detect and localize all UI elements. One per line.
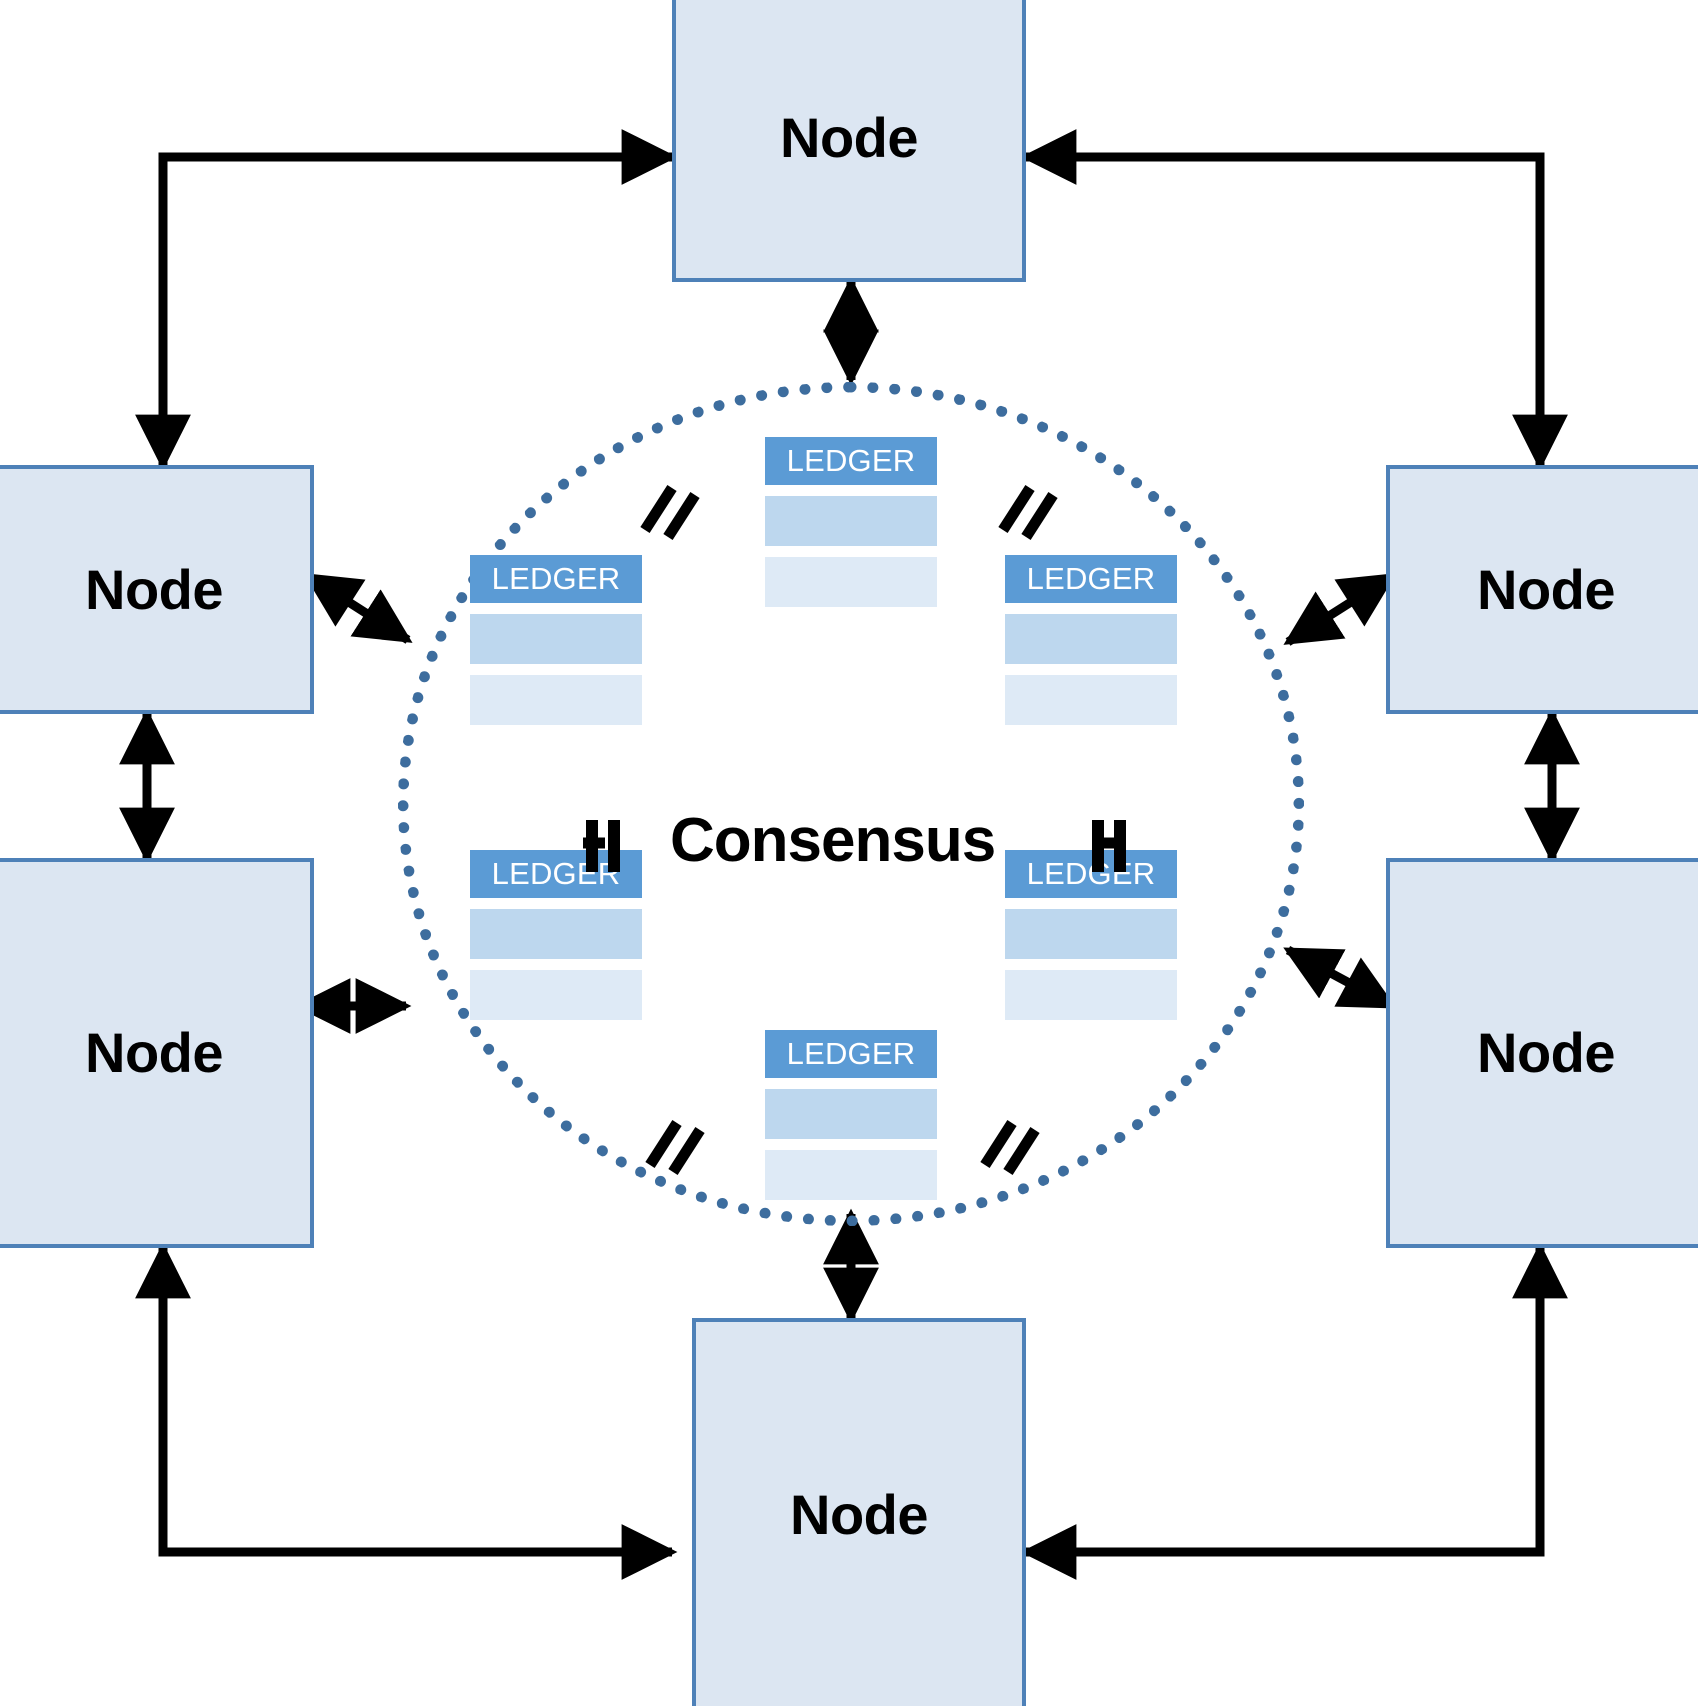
node-box-right-upper[interactable]: Node <box>1386 465 1698 714</box>
node-box-bottom[interactable]: Node <box>692 1318 1026 1706</box>
node-label: Node <box>85 1021 224 1084</box>
ledger-header: LEDGER <box>765 1030 937 1078</box>
ledger-header: LEDGER <box>765 437 937 485</box>
connector-leftupper-to-circle <box>303 572 413 644</box>
connector-rightupper-to-circle <box>1283 572 1397 646</box>
connector-rightlower-to-circle <box>1283 946 1397 1010</box>
node-label: Node <box>780 106 919 169</box>
ledger-row-2 <box>1005 675 1177 725</box>
node-label: Node <box>1477 557 1616 621</box>
ledger-card-top[interactable]: LEDGER <box>765 437 937 607</box>
ledger-card-right-upper[interactable]: LEDGER <box>1005 555 1177 725</box>
ledger-row-2 <box>470 675 642 725</box>
ledger-row-1 <box>1005 614 1177 664</box>
ledger-card-left-upper[interactable]: LEDGER <box>470 555 642 725</box>
node-label: Node <box>1477 1021 1616 1084</box>
consensus-circle <box>398 382 1304 1226</box>
ledger-header: LEDGER <box>470 850 642 898</box>
connector-bottomright <box>1020 1242 1568 1580</box>
ledger-row-1 <box>470 614 642 664</box>
ledger-card-right-lower[interactable]: LEDGER <box>1005 850 1177 1020</box>
connector-topright <box>1020 129 1568 471</box>
ledger-header: LEDGER <box>470 555 642 603</box>
connector-topleft <box>135 129 678 471</box>
ledger-header: LEDGER <box>1005 555 1177 603</box>
ledger-row-1 <box>765 1089 937 1139</box>
ledger-row-2 <box>765 557 937 607</box>
ledger-row-2 <box>470 970 642 1020</box>
ledger-header: LEDGER <box>1005 850 1177 898</box>
ledger-row-1 <box>765 496 937 546</box>
node-box-left-upper[interactable]: Node <box>0 465 314 714</box>
ledger-row-2 <box>1005 970 1177 1020</box>
node-box-top[interactable]: Node <box>672 0 1026 282</box>
ledger-card-left-lower[interactable]: LEDGER <box>470 850 642 1020</box>
node-label: Node <box>85 557 224 621</box>
node-box-left-lower[interactable]: Node <box>0 858 314 1248</box>
consensus-label: Consensus <box>670 806 996 875</box>
ledger-card-bottom[interactable]: LEDGER <box>765 1030 937 1200</box>
node-box-right-lower[interactable]: Node <box>1386 858 1698 1248</box>
ledger-row-1 <box>470 909 642 959</box>
ledger-row-2 <box>765 1150 937 1200</box>
node-label: Node <box>790 1483 929 1546</box>
connector-bottomleft <box>135 1242 678 1580</box>
ledger-row-1 <box>1005 909 1177 959</box>
